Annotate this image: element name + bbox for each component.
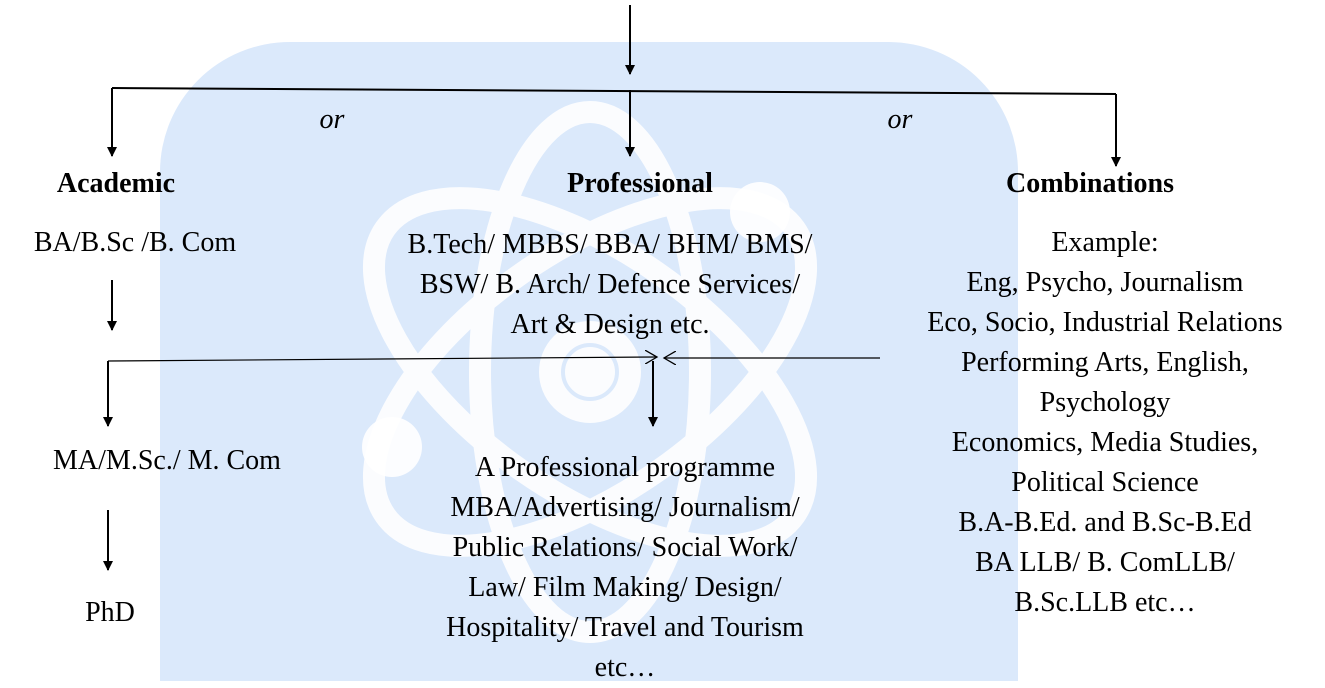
combinations-line: Eco, Socio, Industrial Relations: [927, 307, 1283, 338]
heading-professional: Professional: [567, 168, 713, 199]
professional-ug-line: BSW/ B. Arch/ Defence Services/: [419, 269, 801, 300]
or-label-right: or: [887, 104, 913, 135]
atom-logo-watermark: [362, 101, 818, 643]
combinations-line: Performing Arts, English,: [961, 347, 1249, 378]
professional-pg-line: Law/ Film Making/ Design/: [468, 572, 782, 603]
combinations-line: Eng, Psycho, Journalism: [966, 267, 1244, 298]
or-label-left: or: [319, 104, 345, 135]
academic-phd: PhD: [85, 597, 135, 628]
merge-line-left: [107, 357, 657, 361]
combinations-line: Example:: [1051, 227, 1159, 258]
professional-ug-line: B.Tech/ MBBS/ BBA/ BHM/ BMS/: [407, 229, 813, 260]
combinations-line: Economics, Media Studies,: [951, 427, 1259, 458]
combinations-line: Political Science: [1011, 467, 1199, 498]
academic-pg: MA/M.Sc./ M. Com: [53, 445, 281, 476]
professional-ug-line: Art & Design etc.: [510, 309, 710, 340]
branch-bar: [111, 87, 1117, 95]
academic-ug: BA/B.Sc /B. Com: [33, 227, 237, 258]
professional-pg-line: Public Relations/ Social Work/: [452, 532, 798, 563]
professional-pg-line: etc…: [594, 652, 656, 683]
heading-academic: Academic: [56, 168, 176, 199]
professional-pg-line: A Professional programme: [474, 452, 776, 483]
professional-ug: B.Tech/ MBBS/ BBA/ BHM/ BMS/ BSW/ B. Arc…: [330, 225, 890, 345]
combinations-line: BA LLB/ B. ComLLB/: [975, 547, 1235, 578]
professional-pg-line: MBA/Advertising/ Journalism/: [450, 492, 800, 523]
professional-pg: A Professional programme MBA/Advertising…: [370, 448, 880, 688]
combinations-line: B.A-B.Ed. and B.Sc-B.Ed: [958, 507, 1252, 538]
combinations-line: Psychology: [1039, 387, 1171, 418]
heading-combinations: Combinations: [1005, 168, 1175, 199]
professional-pg-line: Hospitality/ Travel and Tourism: [446, 612, 804, 643]
combinations-list: Example: Eng, Psycho, Journalism Eco, So…: [895, 223, 1315, 623]
combinations-line: B.Sc.LLB etc…: [1014, 587, 1196, 618]
